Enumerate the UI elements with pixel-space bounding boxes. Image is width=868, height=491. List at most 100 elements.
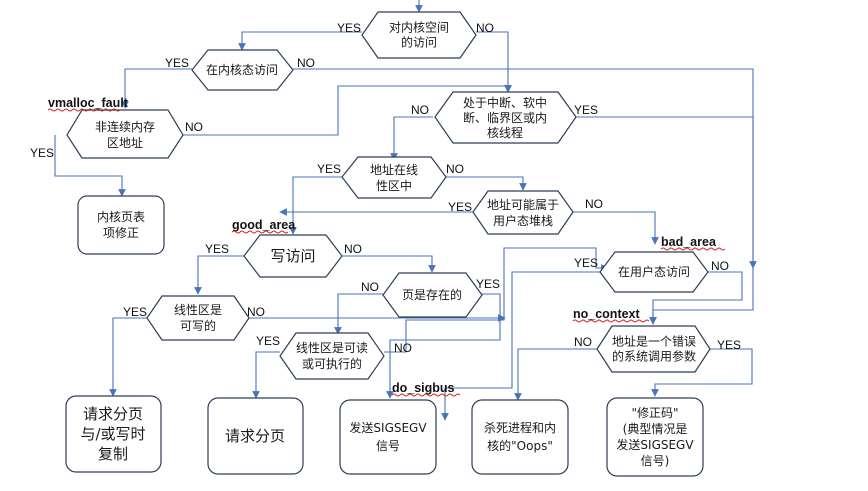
line-write-no [342, 255, 436, 273]
edge-labels: YES NO YES NO YES NO NO YES YES NO YES N… [30, 21, 741, 355]
node-text-line: 或可执行的 [302, 356, 362, 371]
decision-shape [191, 49, 294, 91]
node-text: 在内核态访问 [206, 63, 278, 77]
decision-shape [599, 251, 709, 293]
line-interrupt-yes [576, 116, 754, 325]
edge-label-interrupt-no: NO [411, 103, 429, 117]
action-box [77, 195, 165, 255]
decision-shape [341, 156, 447, 199]
node-text: 线性区是可写的 [174, 303, 222, 333]
line-stack-no [573, 211, 659, 245]
node-text: 杀死进程和内核的"Oops" [484, 420, 556, 453]
node-text-line: 对内核空间 [389, 21, 449, 35]
node-text: 请求分页与/或写时复制 [80, 405, 145, 463]
action-kill-oops[interactable]: 杀死进程和内核的"Oops" [471, 399, 569, 475]
edge-label-stack-yes: YES [448, 200, 472, 214]
node-text-line: 核的"Oops" [487, 438, 553, 453]
decision-maybe-user-stack[interactable]: 地址可能属于用户态堆栈 [472, 190, 574, 235]
decision-in-user-mode[interactable]: 在用户态访问 [599, 251, 709, 293]
node-text-line: 的系统调用参数 [612, 349, 696, 364]
section-label-vmalloc-fault: vmalloc_fault [48, 96, 129, 110]
node-text: 地址在线性区中 [370, 163, 418, 193]
line-noncontig-no [183, 85, 512, 136]
edge-label-kernel-mode-no: NO [297, 56, 315, 70]
node-text-line: 地址在线 [370, 163, 418, 177]
node-text-line: 复制 [98, 445, 128, 463]
section-label-do-sigbus: do_sigbus [392, 381, 455, 395]
action-cow-paging[interactable]: 请求分页与/或写时复制 [65, 395, 162, 473]
decision-area-readable-exec[interactable]: 线性区是可读或可执行的 [279, 332, 385, 380]
connector-lines [54, 0, 757, 421]
action-demand-paging[interactable]: 请求分页 [207, 397, 304, 475]
node-text-line: 与/或写时 [80, 425, 145, 443]
line-linear-yes [289, 176, 342, 235]
line-kernel-space-no [476, 31, 512, 93]
node-text-line: 断、临界区或内 [463, 110, 547, 125]
action-kernel-pagetable-fix[interactable]: 内核页表项修正 [77, 195, 165, 255]
edge-label-present-yes: YES [476, 277, 500, 291]
decision-shape [472, 190, 574, 235]
decision-page-present[interactable]: 页是存在的 [382, 272, 483, 318]
node-text: 线性区是可读或可执行的 [296, 341, 368, 371]
edge-label-stack-no: NO [585, 197, 603, 211]
decision-area-writable[interactable]: 线性区是可写的 [146, 295, 250, 341]
node-text-line: 性区中 [376, 178, 412, 193]
node-text-line: 信号) [641, 454, 670, 468]
decision-shape [66, 109, 184, 159]
node-text: 请求分页 [225, 427, 285, 445]
line-syscall-no [514, 348, 597, 401]
node-text-line: 用户态堆栈 [493, 213, 553, 228]
decision-write-access[interactable]: 写访问 [243, 234, 343, 278]
action-box [339, 399, 437, 475]
node-text: 处于中断、软中断、临界区或内核线程 [463, 95, 547, 140]
node-text-line: 可写的 [180, 318, 216, 333]
node-text-line: 请求分页 [225, 427, 285, 445]
node-text: 写访问 [270, 247, 315, 265]
line-linear-no [446, 176, 527, 191]
action-box [471, 399, 569, 475]
spell-underline [231, 230, 289, 234]
line-writable-yes [109, 317, 147, 397]
action-box [207, 397, 304, 475]
decision-shape [146, 295, 250, 341]
node-text-line: 信号 [376, 439, 400, 453]
edge-label-linear-no: NO [446, 162, 464, 176]
action-box [606, 397, 704, 477]
node-text-line: 区地址 [107, 136, 143, 150]
node-text: 在用户态访问 [618, 264, 690, 279]
edge-label-syscall-no: NO [574, 335, 592, 349]
node-text-line: 处于中断、软中 [463, 95, 547, 110]
decision-addr-in-linear-area[interactable]: 地址在线性区中 [341, 156, 447, 199]
node-text-line: 写访问 [270, 247, 315, 265]
edge-label-noncontig-yes: YES [30, 146, 54, 160]
node-text-line: 线性区是 [174, 303, 222, 317]
node-text: 对内核空间的访问 [389, 21, 449, 50]
section-label-good-area: good_area [232, 218, 296, 232]
decision-interrupt-or-kthread[interactable]: 处于中断、软中断、临界区或内核线程 [434, 91, 577, 144]
node-text-line: 的访问 [401, 35, 437, 50]
decision-syscall-param-error[interactable]: 地址是一个错误的系统调用参数 [596, 325, 711, 373]
line-write-yes [194, 255, 244, 295]
decision-in-kernel-mode[interactable]: 在内核态访问 [191, 49, 294, 91]
line-noncontig-yes [54, 135, 126, 197]
node-text-line: 内核页表 [97, 210, 145, 224]
edge-label-writable-no: NO [247, 305, 265, 319]
edge-label-interrupt-yes: YES [574, 103, 598, 117]
node-text: 地址可能属于用户态堆栈 [487, 198, 559, 228]
line-user-mode-yes [441, 271, 600, 421]
decision-shape [382, 272, 483, 318]
node-text-line: 核线程 [487, 125, 523, 140]
action-box [65, 395, 162, 473]
edge-label-kernel-space-no: NO [476, 21, 494, 35]
decision-kernel-space-access[interactable]: 对内核空间的访问 [361, 11, 477, 59]
edge-label-user-mode-no: NO [711, 259, 729, 273]
spell-underline [47, 108, 121, 112]
line-syscall-yes [651, 348, 753, 397]
decision-shape [243, 234, 343, 278]
line-interrupt-no [390, 116, 433, 161]
line-kernel-mode-yes [121, 68, 192, 109]
decision-noncontiguous-area[interactable]: 非连续内存区地址 [66, 109, 184, 159]
